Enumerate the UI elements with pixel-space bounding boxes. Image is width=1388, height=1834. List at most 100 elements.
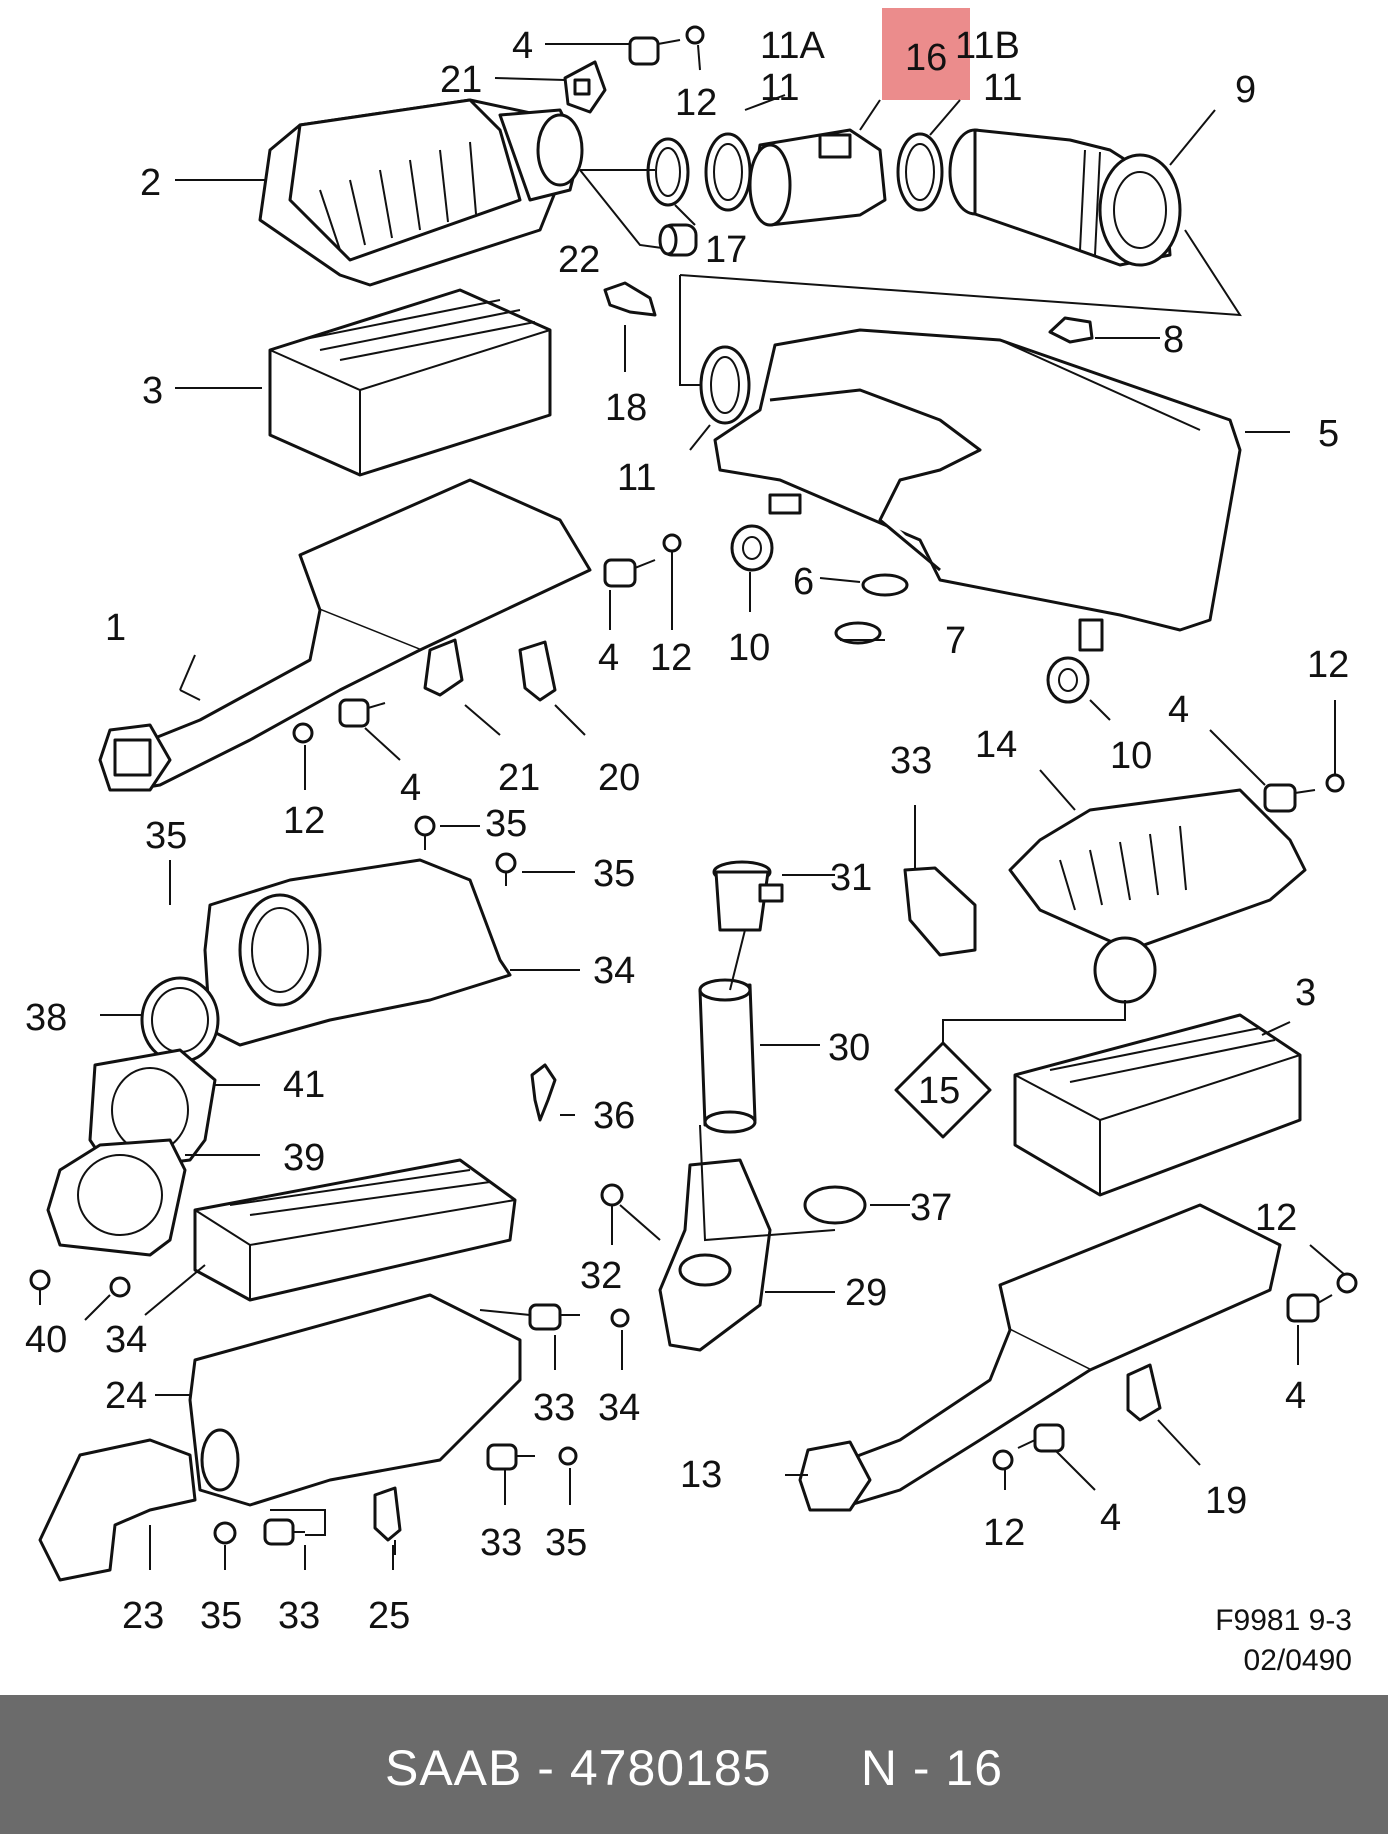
- part-34-nut-a: [610, 1308, 630, 1328]
- part-33-mount-c: [263, 1518, 305, 1546]
- part-7-seal: [834, 621, 882, 645]
- part-34-nut-c: [213, 1521, 237, 1545]
- callout-29: 24: [105, 1375, 147, 1417]
- part-12-nut-left: [292, 722, 314, 744]
- footer-position: N - 16: [860, 1740, 1004, 1796]
- callout-21: 21: [440, 59, 482, 101]
- callout-33: 33: [533, 1387, 575, 1429]
- part-29-lower-housing: [188, 1293, 522, 1507]
- callout-17: 17: [705, 229, 747, 271]
- part-12-nut-right-bottom: [992, 1449, 1014, 1471]
- callout-34: 35: [200, 1595, 242, 1637]
- callout-3: 3: [1295, 972, 1316, 1014]
- part-26-bolt: [600, 1183, 624, 1207]
- callout-10: 10: [728, 627, 770, 669]
- callout-33: 33: [480, 1522, 522, 1564]
- part-35-screw-b: [495, 852, 517, 886]
- callout-40: 40: [25, 1319, 67, 1361]
- footer-part-number: 4780185: [569, 1740, 772, 1796]
- callout-3: 3: [142, 370, 163, 412]
- part-9-intake-hose: [948, 128, 1182, 267]
- part-12-nut-mid: [662, 533, 682, 553]
- part-17-oring: [646, 137, 690, 207]
- part-16-mass-air-flow-sensor: [748, 128, 887, 227]
- part-31-air-filter: [193, 1158, 517, 1302]
- part-40-bolt-a: [29, 1269, 51, 1291]
- callout-6: 6: [793, 561, 814, 603]
- callout-39: 39: [283, 1137, 325, 1179]
- part-14-airbox-cover-right: [1008, 788, 1307, 1004]
- part-4-top-mount: [628, 36, 681, 66]
- callout-12: 12: [675, 82, 717, 124]
- callout-9: 9: [1235, 69, 1256, 111]
- callout-2: 2: [140, 162, 161, 204]
- leader-lines: [39, 43, 1346, 1570]
- part-11-clamp-a: [704, 132, 752, 212]
- part-37-seal: [803, 1185, 867, 1225]
- callout-4: 4: [512, 25, 533, 67]
- part-12-nut-right-top: [1325, 773, 1345, 793]
- callout-37: 37: [910, 1187, 952, 1229]
- part-3-air-filter-right: [1013, 1013, 1302, 1197]
- callout-24: 30: [828, 1027, 870, 1069]
- part-4-mount-right-top: [1263, 783, 1316, 813]
- part-4-mount-right-mid: [1286, 1293, 1333, 1323]
- part-18-clip: [603, 281, 657, 317]
- callout-35: 35: [593, 853, 635, 895]
- callout-15: 15: [918, 1070, 960, 1112]
- part-12-top-nut: [685, 25, 705, 45]
- callout-30: 34: [593, 950, 635, 992]
- part-24-pipe: [698, 978, 757, 1134]
- callout-21: 21: [498, 757, 540, 799]
- part-27-panel: [903, 866, 977, 957]
- part-13-lower-airbox-right: [798, 1203, 1282, 1512]
- callout-33: 33: [278, 1595, 320, 1637]
- callout-20: 19: [1205, 1480, 1247, 1522]
- callout-5: 5: [1318, 413, 1339, 455]
- footer-separator: -: [522, 1740, 570, 1796]
- part-23-pipe-base: [658, 1158, 772, 1352]
- callout-38: 38: [25, 997, 67, 1039]
- callout-4: 4: [598, 637, 619, 679]
- callout-11: 11: [760, 67, 799, 109]
- callout-12: 12: [650, 637, 692, 679]
- callout-12: 12: [983, 1512, 1025, 1554]
- footer-bar: SAAB - 4780185 N - 16: [0, 1695, 1388, 1834]
- callout-18: 18: [605, 387, 647, 429]
- callout-41: 41: [283, 1064, 325, 1106]
- part-30-upper-housing: [203, 858, 512, 1047]
- part-39-gasket: [46, 1138, 187, 1257]
- callout-34: 34: [598, 1387, 640, 1429]
- footer-brand: SAAB: [384, 1740, 523, 1796]
- part-25-pipe-cap: [712, 860, 784, 932]
- part-6-seal: [861, 573, 909, 597]
- part-19-seal-strip: [518, 640, 557, 702]
- callout-11: 11: [983, 67, 1022, 109]
- part-4-mount-left: [338, 698, 386, 728]
- part-3-air-filter-top: [268, 288, 552, 477]
- part-35-screw-a: [414, 815, 436, 850]
- part-1-lower-airbox: [98, 478, 592, 792]
- callout-8: 8: [1163, 319, 1184, 361]
- callout-31: 34: [105, 1319, 147, 1361]
- part-12-nut-right-mid: [1336, 1272, 1358, 1294]
- highlight-item-16: [882, 8, 970, 100]
- part-28-elbow-hose: [38, 1438, 197, 1582]
- part-10-grommet-left: [730, 524, 774, 572]
- exploded-parts-diagram: 4 21 12 11A 16 11B 11 11 9 2 22 17 8 3 1…: [25, 8, 1358, 1677]
- drawing-reference: F9981 9-3: [1215, 1604, 1352, 1637]
- part-11-clamp-b: [896, 132, 944, 212]
- callout-35: 35: [145, 815, 187, 857]
- part-20-sensor: [1126, 1363, 1162, 1422]
- callout-12: 12: [1255, 1197, 1297, 1239]
- part-5-air-duct: [713, 328, 1242, 652]
- callout-4: 4: [400, 767, 421, 809]
- callout-34: 35: [545, 1522, 587, 1564]
- part-33-mount-b: [486, 1443, 535, 1471]
- part-40-bolt-b: [109, 1276, 131, 1298]
- callout-1: 1: [105, 607, 126, 649]
- callout-11A: 11A: [760, 25, 825, 67]
- callout-13: 13: [680, 1454, 722, 1496]
- part-11-clamp-c: [699, 345, 751, 425]
- callout-27: 33: [890, 740, 932, 782]
